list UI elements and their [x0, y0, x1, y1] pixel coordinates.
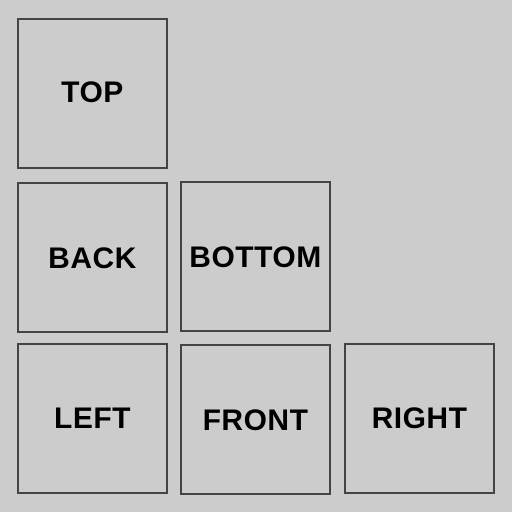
face-front-label: FRONT [202, 403, 309, 437]
face-right-label: RIGHT [371, 401, 468, 435]
face-top-tile[interactable]: TOP [17, 18, 168, 169]
face-bottom-label: BOTTOM [189, 240, 322, 274]
face-back-label: BACK [48, 242, 137, 275]
face-top-label: TOP [61, 76, 124, 109]
face-back-tile[interactable]: BACK [17, 182, 168, 333]
face-left-tile[interactable]: LEFT [17, 343, 168, 494]
face-bottom-tile[interactable]: BOTTOM [180, 181, 331, 332]
face-right-tile[interactable]: RIGHT [344, 343, 495, 494]
face-front-tile[interactable]: FRONT [180, 344, 331, 495]
face-left-label: LEFT [54, 401, 131, 435]
